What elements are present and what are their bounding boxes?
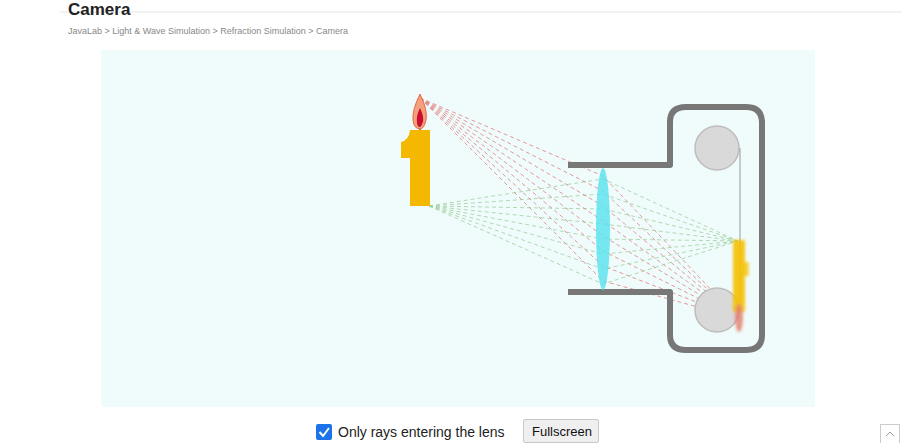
scroll-top-button bbox=[881, 425, 900, 443]
green-ray bbox=[429, 194, 738, 241]
green-ray bbox=[429, 206, 738, 284]
green-ray bbox=[429, 206, 738, 269]
red-ray bbox=[420, 98, 738, 318]
checkbox-label: Only rays entering the lens bbox=[338, 424, 505, 441]
header-rule bbox=[60, 12, 902, 13]
green-ray bbox=[429, 206, 738, 241]
red-ray bbox=[420, 98, 738, 318]
checkmark bbox=[320, 428, 330, 436]
red-ray bbox=[420, 98, 738, 318]
simulation-canvas bbox=[101, 50, 815, 407]
light-rays bbox=[420, 98, 738, 318]
red-ray bbox=[420, 98, 738, 318]
candle-flame bbox=[413, 94, 427, 129]
film-spool bbox=[695, 288, 739, 332]
fullscreen-button: Fullscreen bbox=[523, 419, 599, 443]
green-ray bbox=[429, 179, 738, 241]
breadcrumb: JavaLab > Light & Wave Simulation > Refr… bbox=[68, 26, 348, 37]
flame-core bbox=[417, 108, 423, 127]
red-ray bbox=[420, 98, 738, 318]
green-ray bbox=[429, 206, 738, 254]
red-ray bbox=[420, 98, 738, 318]
candle bbox=[401, 130, 430, 206]
page-title: Camera bbox=[68, 0, 130, 20]
green-ray bbox=[429, 206, 738, 241]
red-ray bbox=[420, 98, 738, 318]
camera-body bbox=[568, 107, 762, 350]
green-ray bbox=[429, 206, 738, 241]
lens bbox=[596, 168, 610, 290]
film-image bbox=[733, 240, 749, 332]
red-ray bbox=[420, 98, 738, 318]
checkbox bbox=[316, 424, 332, 440]
film-spool bbox=[695, 126, 739, 170]
scroll-top-icon bbox=[886, 432, 894, 436]
button-text: Fullscreen bbox=[532, 424, 590, 440]
